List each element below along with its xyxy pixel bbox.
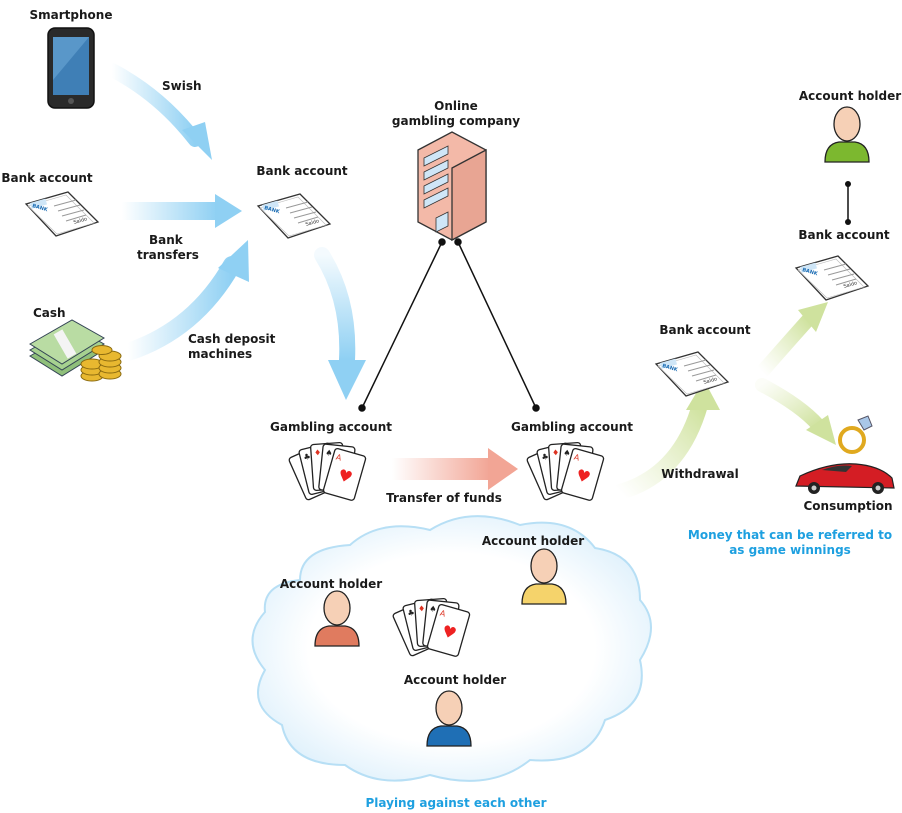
saldo-withdrawal: Saldo — [703, 376, 718, 386]
flow-arrow-bank-transfer — [122, 194, 242, 228]
playing-against-caption: Playing against each other — [365, 796, 547, 810]
game-winnings-caption-line2: as game winnings — [729, 543, 851, 557]
saldo-hub: Saldo — [305, 218, 320, 228]
bank-statement-withdrawal-icon — [655, 351, 729, 397]
gambling-company-label-line2: gambling company — [391, 114, 521, 128]
bank-account-holder-label: Bank account — [798, 228, 890, 242]
game-winnings-caption-line1: Money that can be referred to — [687, 528, 893, 542]
cloud-account-holder-right-label: Account holder — [481, 534, 585, 548]
gambling-company-building-icon — [417, 131, 487, 242]
cash-deposit-label-line1: Cash deposit — [188, 332, 276, 346]
bank-statement-holder-icon — [795, 255, 869, 301]
cash-label: Cash — [33, 306, 66, 320]
gambling-account-right-label: Gambling account — [511, 420, 633, 434]
flow-arrow-withdrawal — [612, 380, 720, 500]
bank-account-source-label: Bank account — [1, 171, 93, 185]
bank-transfers-label-line1: Bank — [149, 233, 183, 247]
cash-deposit-label-line2: machines — [188, 347, 253, 361]
flow-arrow-to-consumption — [755, 378, 836, 445]
cloud-account-holder-bottom-label: Account holder — [403, 673, 507, 687]
withdrawal-label: Withdrawal — [661, 467, 739, 481]
bank-logo-holder: BANK — [801, 267, 819, 277]
bank-transfers-label-line2: transfers — [137, 248, 199, 262]
bank-account-withdrawal-label: Bank account — [659, 323, 751, 337]
account-holder-top-icon — [824, 106, 870, 163]
bank-account-hub-label: Bank account — [256, 164, 348, 178]
transfer-of-funds-label: Transfer of funds — [386, 491, 502, 505]
account-holder-top-label: Account holder — [798, 89, 902, 103]
gambling-account-right-cards-icon — [525, 441, 605, 502]
bank-logo-hub: BANK — [263, 205, 281, 215]
flow-arrow-to-holder-bank — [755, 302, 828, 379]
gambling-account-left-cards-icon — [287, 441, 367, 502]
bank-statement-hub-icon — [257, 193, 331, 239]
smartphone-label: Smartphone — [29, 8, 113, 22]
cash-icon — [29, 319, 122, 382]
flow-arrow-swish — [105, 63, 212, 160]
flow-arrow-cash-deposit — [119, 240, 249, 361]
bank-logo-source: BANK — [31, 203, 49, 213]
bank-logo-withdrawal: BANK — [661, 363, 679, 373]
gambling-company-label-line1: Online — [434, 99, 478, 113]
flow-arrow-to-gambling — [314, 247, 366, 400]
smartphone-icon — [47, 27, 95, 109]
saldo-holder: Saldo — [843, 280, 858, 290]
flow-arrow-transfer-of-funds — [392, 448, 518, 490]
holder-to-bank-link — [845, 181, 851, 225]
saldo-source: Saldo — [73, 216, 88, 226]
bank-statement-source-icon — [25, 191, 99, 237]
sports-car-icon — [795, 463, 895, 494]
diamond-ring-icon — [838, 415, 873, 454]
swish-label: Swish — [162, 79, 202, 93]
consumption-label: Consumption — [803, 499, 893, 513]
company-link-lines — [358, 238, 540, 412]
cloud-account-holder-left-label: Account holder — [279, 577, 383, 591]
gambling-account-left-label: Gambling account — [270, 420, 392, 434]
